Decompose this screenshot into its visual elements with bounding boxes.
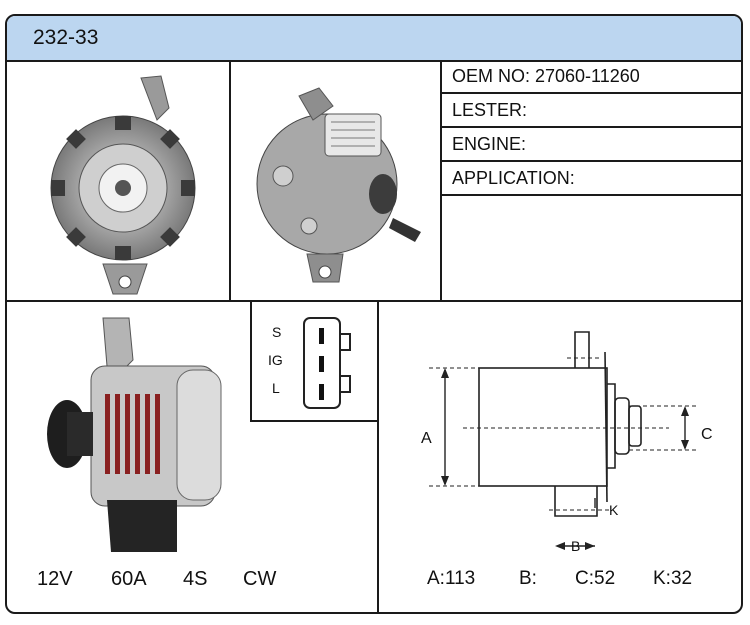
- alternator-front-image: [37, 68, 217, 296]
- info-table: OEM NO: 27060-11260 LESTER: ENGINE: APPL…: [442, 60, 741, 300]
- spec-rotation: CW: [243, 568, 277, 590]
- alternator-side-image: [37, 314, 237, 559]
- dim-value-c: C:52: [575, 568, 616, 589]
- spec-grooves: 4S: [183, 568, 208, 590]
- spec-voltage: 12V: [37, 568, 73, 590]
- part-code: 232-33: [33, 26, 99, 49]
- dim-label-a: A: [421, 430, 432, 447]
- header-bar: 232-33: [7, 16, 741, 62]
- dim-value-a: A:113: [427, 568, 476, 589]
- dim-label-k: K: [609, 502, 619, 518]
- pin-label-l: L: [272, 380, 280, 396]
- pin-label-s: S: [272, 324, 282, 340]
- dim-label-c: C: [701, 426, 713, 443]
- divider: [229, 60, 231, 300]
- connector-box: S IG L: [250, 300, 377, 422]
- application-field: APPLICATION:: [442, 162, 741, 196]
- pin-label-ig: IG: [268, 352, 283, 368]
- divider: [7, 300, 741, 302]
- spec-sheet: 232-33: [5, 14, 743, 614]
- lester-field: LESTER:: [442, 94, 741, 128]
- alternator-rear-image: [243, 76, 428, 291]
- dim-value-b: B:: [519, 568, 537, 589]
- spec-amperage: 60A: [111, 568, 147, 590]
- divider: [440, 60, 442, 300]
- connector-plug-icon: [303, 317, 351, 409]
- dim-label-b: B: [571, 538, 581, 554]
- dimension-diagram: A C B K: [379, 302, 741, 562]
- divider: [377, 300, 379, 612]
- dim-value-k: K:32: [653, 568, 693, 589]
- oem-number: OEM NO: 27060-11260: [442, 60, 741, 94]
- engine-field: ENGINE:: [442, 128, 741, 162]
